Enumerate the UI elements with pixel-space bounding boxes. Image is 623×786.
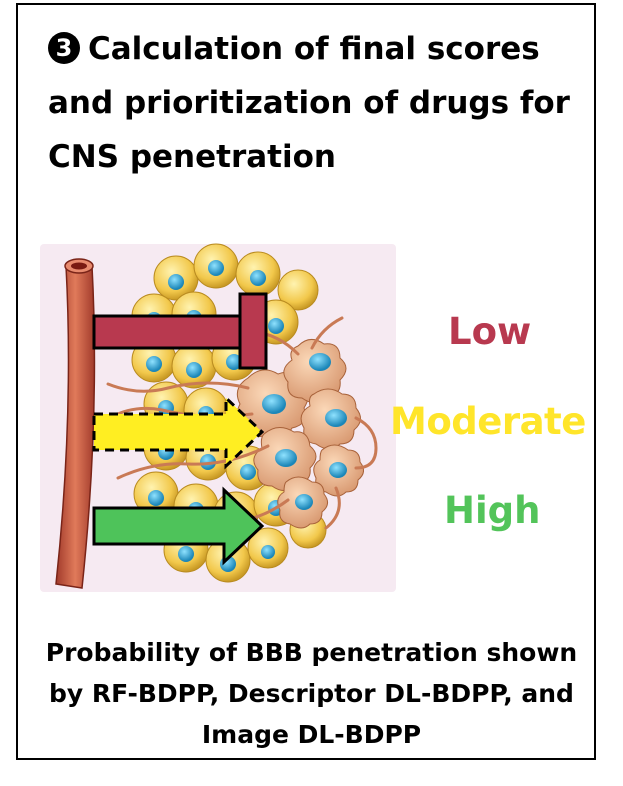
figure-frame xyxy=(16,3,596,760)
astrocytes xyxy=(236,339,364,529)
title-text: Calculation of final scores and prioriti… xyxy=(48,31,570,175)
blood-brain-barrier-illustration xyxy=(40,243,396,592)
blocked-arrow-icon xyxy=(92,292,268,370)
dashed-arrow-icon xyxy=(92,394,265,470)
level-label-moderate: Moderate xyxy=(390,400,586,443)
green-arrow-icon xyxy=(92,486,265,566)
blood-vessel xyxy=(55,258,96,589)
level-label-low: Low xyxy=(448,310,532,353)
figure-caption: Probability of BBB penetration shown by … xyxy=(45,638,578,749)
step-number-badge: 3 xyxy=(48,32,80,64)
level-label-high: High xyxy=(444,489,541,532)
